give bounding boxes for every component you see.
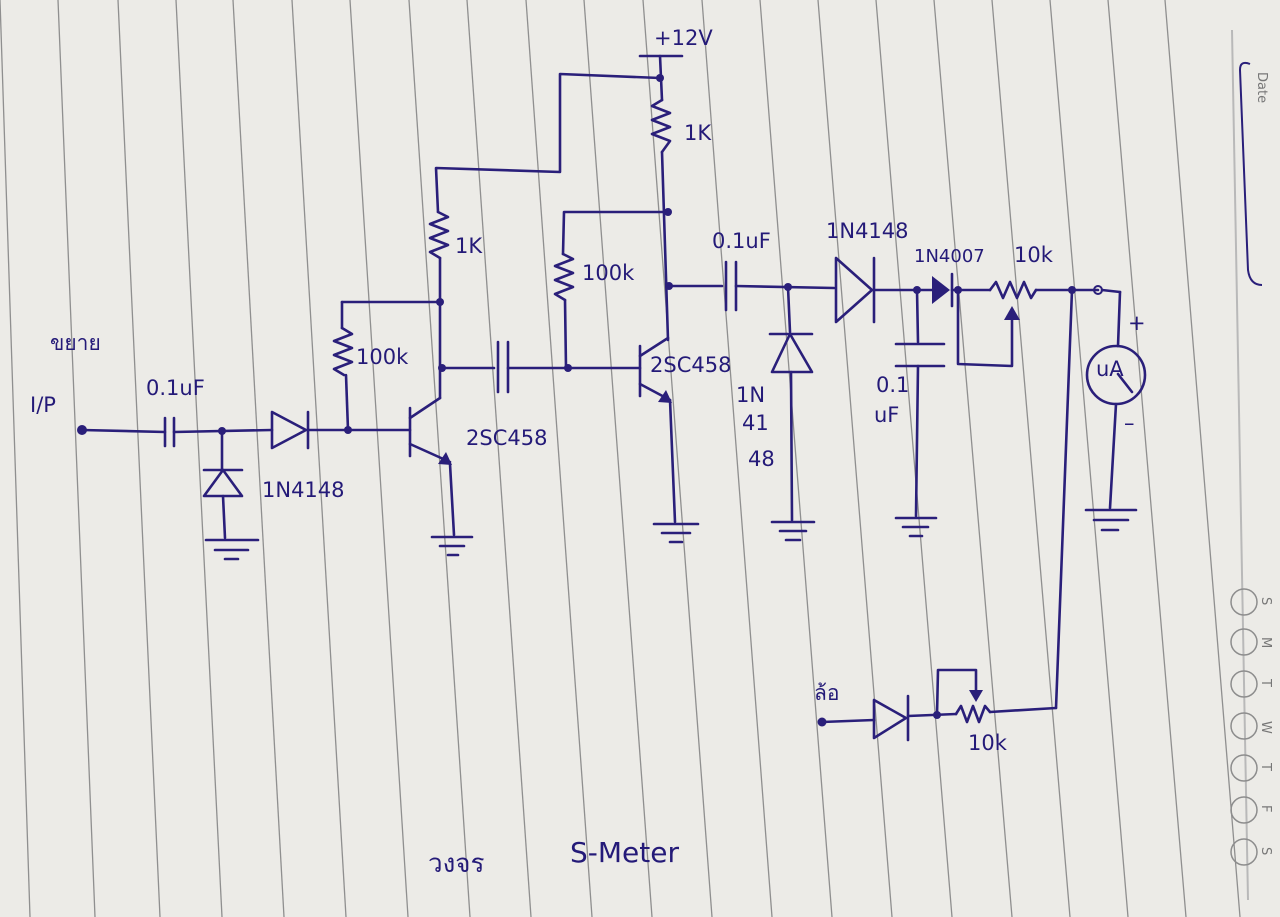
d2-label-line2: 41: [742, 411, 769, 435]
weekday-letter-6: F: [1258, 805, 1273, 812]
date-box: [1238, 61, 1263, 286]
weekday-circle-5: [1230, 754, 1258, 782]
diode-d6: [872, 694, 910, 742]
transistor-q1: [408, 396, 452, 465]
wire-q2-collector: [660, 150, 670, 342]
weekday-letter-7: S: [1258, 847, 1273, 855]
wire-lamp-branch: [1054, 288, 1074, 710]
wire-c4-bottom: [914, 364, 920, 518]
ground-2: [430, 535, 474, 557]
ruled-lines: [0, 0, 1241, 917]
wire-meter-plus: [1100, 288, 1122, 294]
weekday-letter-4: W: [1258, 721, 1273, 734]
wire-meter-minus: [1108, 402, 1118, 510]
ground-1: [204, 538, 260, 561]
wire-vcc: [658, 54, 664, 102]
wire-r3-high: [561, 210, 670, 256]
r2-label: 1K: [455, 234, 483, 258]
wire-q2-emitter: [668, 398, 677, 524]
weekday-letter-2: M: [1258, 637, 1273, 648]
ground-5: [894, 516, 938, 538]
resistor-r3: [553, 252, 575, 302]
weekday-circle-1: [1230, 588, 1258, 616]
r3-label: 100k: [582, 261, 635, 285]
r5-wiper-arrow: [1004, 306, 1020, 320]
meter-plus-label: +: [1128, 311, 1146, 335]
wire-r5-wiper: [956, 288, 1014, 368]
r1-label: 100k: [356, 345, 409, 369]
junction-6: [664, 208, 672, 216]
resistor-r2: [428, 210, 450, 260]
c4-label-line2: uF: [874, 403, 899, 427]
weekday-circle-3: [1230, 670, 1258, 698]
d2-label-line3: 48: [748, 447, 775, 471]
d1-label: 1N4148: [262, 478, 345, 502]
r6-label: 10k: [968, 731, 1008, 755]
potentiometer-r6: [954, 704, 992, 724]
wire-lamp-d6: [820, 718, 876, 724]
wire-c4-top: [915, 288, 920, 344]
d2-label-line1: 1N: [736, 383, 765, 407]
meter-minus-label: –: [1124, 411, 1135, 435]
c1-label: 0.1uF: [146, 376, 205, 400]
ground-6: [1084, 508, 1138, 532]
weekday-circles: S M T W T F S: [1230, 588, 1273, 866]
r4-label: 1K: [684, 121, 712, 145]
weekday-letter-1: S: [1258, 597, 1273, 605]
title-text: S-Meter: [570, 836, 679, 869]
weekday-circle-7: [1230, 838, 1258, 866]
diode-d-shunt-1: [202, 429, 244, 540]
weekday-letter-5: T: [1258, 762, 1273, 771]
wire-r1-low: [344, 373, 350, 432]
meter-needle: [1116, 372, 1134, 394]
title-thai: วงจร: [428, 849, 485, 879]
wire-meter-plus-2: [1116, 290, 1122, 348]
wire-d6-r6: [906, 712, 958, 718]
r6-wiper-arrow: [969, 690, 983, 702]
ground-3: [652, 522, 700, 544]
ground-4: [770, 520, 816, 542]
d3-label: 1N4148: [826, 219, 909, 243]
weekday-circle-4: [1230, 712, 1258, 740]
q2-label: 2SC458: [650, 353, 731, 377]
potentiometer-r5: [988, 280, 1038, 300]
c3-label: 0.1uF: [712, 229, 771, 253]
c4-label-line1: 0.1: [876, 373, 909, 397]
transistor-q2: [638, 336, 672, 403]
weekday-circle-6: [1230, 796, 1258, 824]
weekday-letter-3: T: [1258, 678, 1273, 687]
capacitor-c4: [894, 342, 946, 368]
date-label: Date: [1254, 72, 1269, 103]
wire-r3-low: [563, 298, 568, 370]
wire-r2-vcc: [434, 72, 662, 214]
svg-text:Date: Date: [1254, 72, 1269, 103]
wire-r6-wiper: [935, 668, 978, 717]
vcc-label: +12V: [654, 26, 713, 50]
input-label: I/P: [30, 393, 56, 417]
resistor-r4: [650, 98, 672, 154]
r5-label: 10k: [1014, 243, 1054, 267]
d5-label: 1N4007: [914, 246, 985, 267]
q1-label: 2SC458: [466, 426, 547, 450]
wire-q1-emitter: [448, 462, 456, 537]
wire-input: [80, 428, 167, 434]
diode-d-shunt-2: [768, 285, 814, 522]
wire-r6-meter: [988, 706, 1058, 714]
input-thai-label: ขยาย: [50, 331, 101, 355]
resistor-r1: [332, 326, 354, 377]
weekday-circle-2: [1230, 628, 1258, 656]
lamp-thai-label: ล้อ: [814, 681, 839, 705]
